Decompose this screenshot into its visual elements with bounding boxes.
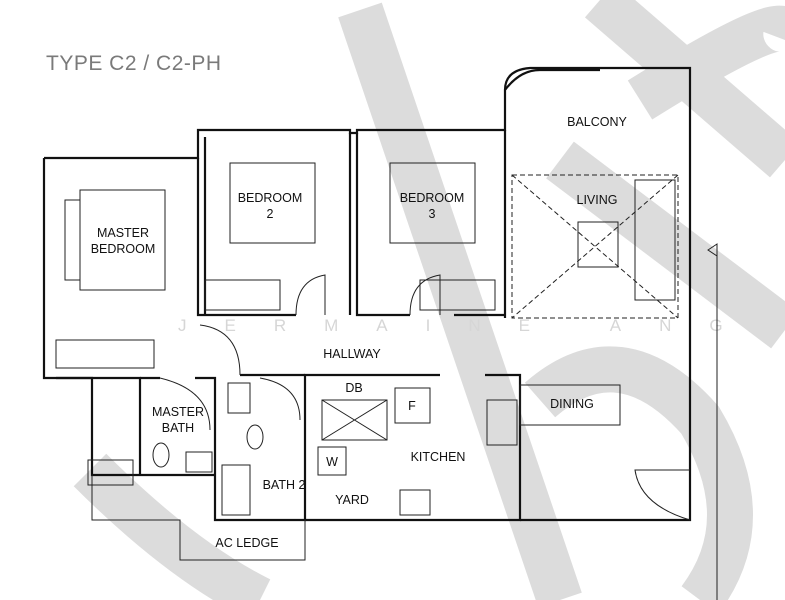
db-label: DB xyxy=(345,381,362,395)
doors xyxy=(159,274,691,521)
logo-watermark xyxy=(73,0,785,600)
master-bath-label-1: MASTER xyxy=(152,405,204,419)
walls xyxy=(42,66,718,600)
bedroom2-label-2: 2 xyxy=(267,207,274,221)
room-labels: BALCONY LIVING MASTER BEDROOM BEDROOM 2 … xyxy=(91,115,628,550)
watermark-text: JERMAINE ANG xyxy=(178,316,761,335)
floor-plan-title: TYPE C2 / C2-PH xyxy=(46,52,222,75)
master-bedroom-label-2: BEDROOM xyxy=(91,242,156,256)
dining-label: DINING xyxy=(550,397,594,411)
yard-label: YARD xyxy=(335,493,369,507)
bedroom2-label-1: BEDROOM xyxy=(238,191,303,205)
furniture xyxy=(55,162,679,516)
bedroom3-label-1: BEDROOM xyxy=(400,191,465,205)
washer-label: W xyxy=(326,455,338,469)
kitchen-label: KITCHEN xyxy=(411,450,466,464)
ac-ledge-label: AC LEDGE xyxy=(215,536,278,550)
balcony-label: BALCONY xyxy=(567,115,627,129)
master-bedroom-label-1: MASTER xyxy=(97,226,149,240)
bedroom3-label-2: 3 xyxy=(429,207,436,221)
bath2-label: BATH 2 xyxy=(263,478,306,492)
fridge-label: F xyxy=(408,399,416,413)
master-bath-label-2: BATH xyxy=(162,421,194,435)
hallway-label: HALLWAY xyxy=(323,347,381,361)
living-label: LIVING xyxy=(577,193,618,207)
